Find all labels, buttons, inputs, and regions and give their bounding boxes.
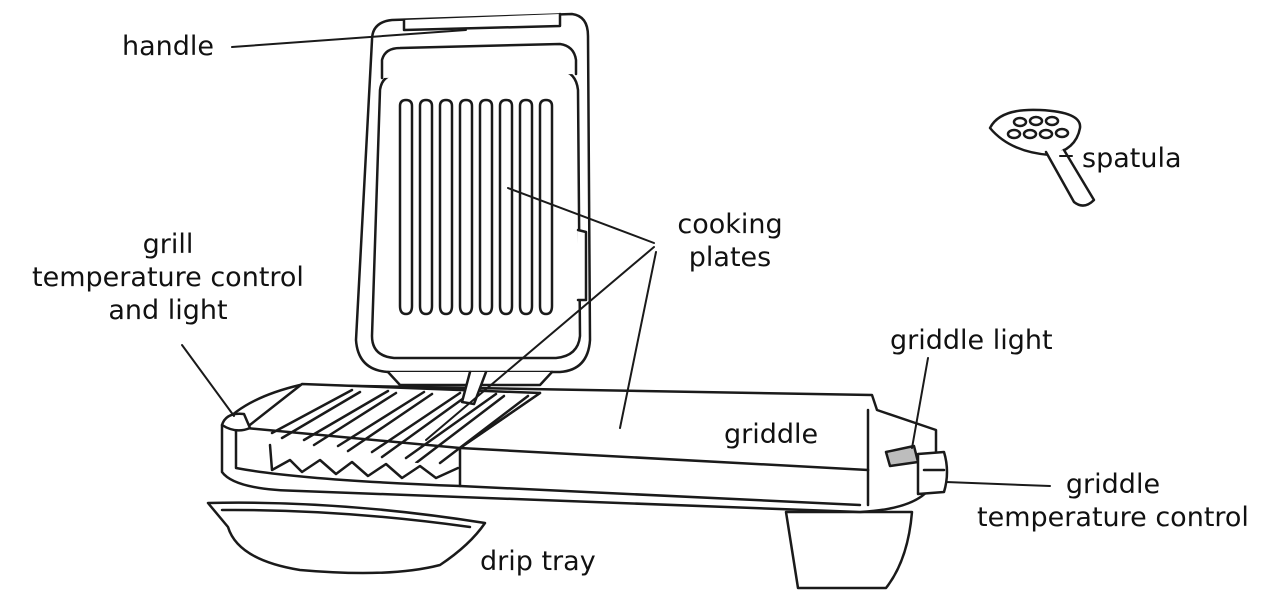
cooking-plates-leader-3 <box>619 251 657 429</box>
handle-label: handle <box>122 31 215 62</box>
grill-temperature-control-label: grill temperature control and light <box>10 228 326 327</box>
grill-temperature-label-line-3: and light <box>108 295 228 326</box>
griddle-temperature-knob <box>916 450 949 496</box>
cooking-plates-label: cooking plates <box>660 208 800 274</box>
grill-temperature-dial <box>220 412 252 432</box>
drip-tray-label: drip tray <box>480 546 596 577</box>
cooking-plates-label-line-2: plates <box>688 242 772 273</box>
grill-temperature-label-line-2: temperature control <box>32 262 304 293</box>
griddle-temperature-control-label: griddle temperature control <box>958 468 1268 534</box>
grill-temperature-leader <box>181 344 235 417</box>
grill-lid <box>354 12 592 387</box>
griddle-temperature-label-line-1: griddle <box>1065 469 1161 500</box>
hinge <box>460 370 488 406</box>
spatula-label: spatula <box>1082 143 1182 174</box>
cooking-plates-leader-2 <box>425 246 655 441</box>
griddle-temperature-label-line-2: temperature control <box>977 502 1249 533</box>
griddle-temperature-leader <box>945 481 1051 487</box>
handle-leader <box>231 29 467 48</box>
cooking-plates-leader-1 <box>507 187 655 244</box>
drip-tray <box>206 501 487 575</box>
griddle-label: griddle <box>724 419 819 450</box>
griddle-light-leader <box>911 357 929 449</box>
cooking-plates-label-line-1: cooking <box>677 209 783 240</box>
grill-temperature-label-line-1: grill <box>142 229 194 260</box>
griddle-light-label: griddle light <box>890 325 1053 356</box>
spatula-illustration <box>988 108 1096 207</box>
base-leg <box>784 510 914 590</box>
